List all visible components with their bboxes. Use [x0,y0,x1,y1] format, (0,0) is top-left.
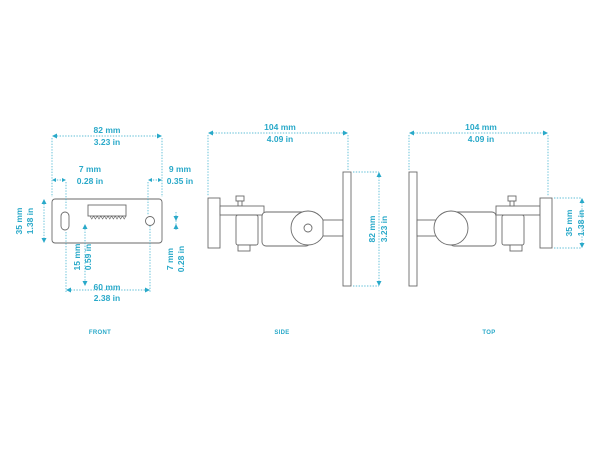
front-spacing-in: 2.38 in [94,293,120,303]
side-speaker-plate [207,197,221,249]
front-right-hole [145,216,155,226]
top-wall-plate [408,171,418,287]
top-width-in: 1.38 in [576,210,586,236]
top-joint [433,210,469,246]
side-view: 104 mm 4.09 in 82 mm 3.23 in SIDE [207,122,389,336]
front-label-serration [89,215,127,220]
front-label-plate [87,204,127,217]
front-hole-vertical-mm: 15 mm [72,243,82,270]
front-hole-vertical-in: 0.59 in [83,244,93,270]
front-height-in: 1.38 in [25,208,35,234]
top-depth-in: 4.09 in [468,134,494,144]
front-wall-plate [51,198,163,244]
top-view-label: TOP [482,330,495,336]
side-screw-shaft [237,200,243,207]
front-width-mm: 82 mm [94,125,121,135]
front-height-mm: 35 mm [14,207,24,234]
side-height-in: 3.23 in [379,216,389,242]
top-depth-mm: 104 mm [465,122,497,132]
side-arm-collar [235,214,259,246]
side-wall-plate [342,171,352,287]
side-joint-stem [322,219,344,237]
side-screw-head [235,195,245,202]
front-spacing-mm: 60 mm [94,282,121,292]
top-lower-nut [509,244,523,252]
top-screw-shaft [509,200,515,207]
top-view: 104 mm 4.09 in 35 mm 1.38 in TOP [408,122,586,336]
front-left-slot [60,211,70,231]
front-right-offset-in: 0.35 in [167,176,193,186]
top-upper-arm [495,205,541,216]
side-height-mm: 82 mm [367,215,377,242]
side-depth-in: 4.09 in [267,134,293,144]
top-arm-collar [501,214,525,246]
side-depth-mm: 104 mm [264,122,296,132]
side-joint-bolt [303,223,313,233]
front-width-in: 3.23 in [94,137,120,147]
front-hole-right-in: 0.28 in [176,246,186,272]
side-lower-nut [237,244,251,252]
top-screw-head [507,195,517,202]
front-view-label: FRONT [89,330,111,336]
side-view-label: SIDE [274,330,289,336]
top-speaker-plate [539,197,553,249]
front-left-offset-in: 0.28 in [77,176,103,186]
front-hole-right-mm: 7 mm [165,247,175,270]
front-view: 82 mm 3.23 in 7 mm 0.28 in 9 mm 0.35 in … [14,125,193,336]
front-right-offset-mm: 9 mm [169,164,192,174]
front-left-offset-mm: 7 mm [79,164,102,174]
side-upper-arm [219,205,265,216]
top-width-mm: 35 mm [564,209,574,236]
